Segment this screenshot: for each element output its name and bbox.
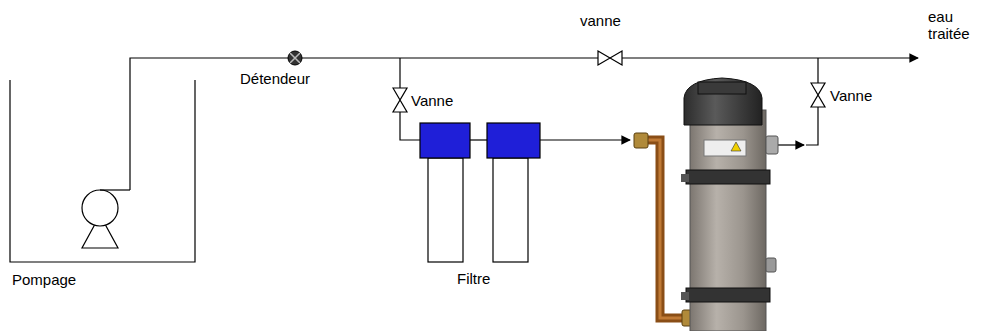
tank bbox=[10, 80, 195, 262]
outlet-label: eau traitée bbox=[928, 8, 980, 42]
reducer-label: Détendeur bbox=[240, 70, 310, 87]
valve-label: vanne bbox=[580, 12, 621, 29]
valve-label: Vanne bbox=[411, 92, 453, 109]
pump-label: Pompage bbox=[12, 271, 76, 288]
pressure-reducer-symbol bbox=[288, 51, 302, 65]
valve-label: Vanne bbox=[830, 87, 872, 104]
filter-label: Filtre bbox=[457, 270, 490, 287]
pump-symbol bbox=[82, 190, 130, 248]
filter-symbol bbox=[420, 123, 540, 262]
uv-reactor bbox=[634, 78, 778, 331]
